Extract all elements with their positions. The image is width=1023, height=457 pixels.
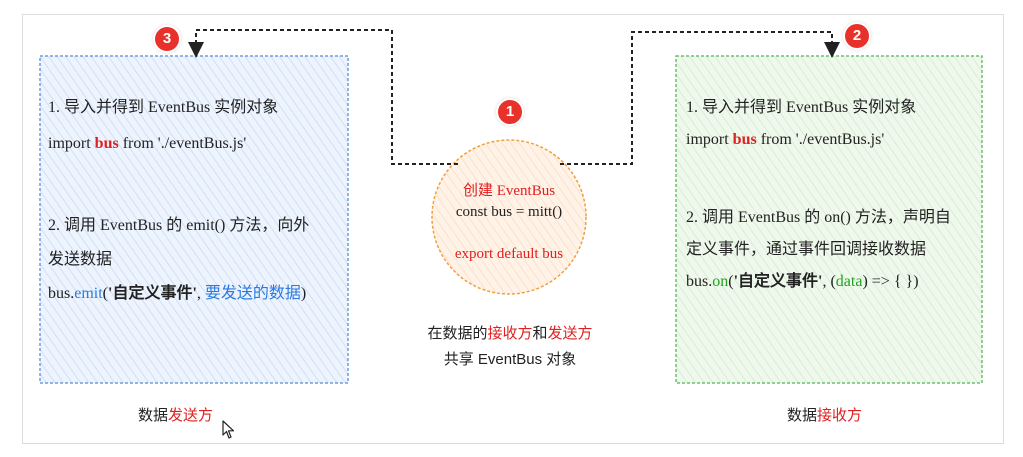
arrow-to-sender <box>188 29 458 165</box>
share-note-line2: 共享 EventBus 对象 <box>443 351 577 368</box>
sender-import-suffix: from './eventBus.js' <box>118 135 247 152</box>
share-receiver: 接收方 <box>487 325 533 342</box>
receiver-code-event: '自定义事件' <box>733 273 823 290</box>
receiver-box <box>675 55 983 384</box>
share-pre: 在数据的 <box>427 325 488 342</box>
sender-code-close: ) <box>300 285 307 302</box>
sender-step1: 1. 导入并得到 EventBus 实例对象 <box>48 99 279 116</box>
mouse-cursor-icon <box>222 420 235 439</box>
receiver-step2-line1: 2. 调用 EventBus 的 on() 方法，声明自 <box>686 209 951 226</box>
receiver-code-sep: , ( <box>822 273 836 290</box>
eventbus-circle <box>431 139 587 295</box>
receiver-caption: 数据接收方 <box>787 404 862 425</box>
sender-import-line: import bus from './eventBus.js' <box>48 134 246 154</box>
step-badge-1: 1 <box>498 100 522 124</box>
circle-create-label: 创建 EventBus <box>462 183 556 199</box>
receiver-code-open: ( <box>728 273 734 290</box>
sender-code-line: bus.emit('自定义事件', 要发送的数据) <box>48 284 306 304</box>
receiver-code-prefix: bus. <box>686 273 713 290</box>
receiver-step1: 1. 导入并得到 EventBus 实例对象 <box>686 99 917 116</box>
share-note-line1: 在数据的接收方和发送方 <box>400 322 620 343</box>
step-badge-2: 2 <box>845 24 869 48</box>
share-sender: 发送方 <box>547 325 593 342</box>
sender-import-bus: bus <box>94 135 119 152</box>
receiver-code-method: on <box>712 273 729 290</box>
receiver-code-close: ) => { }) <box>862 273 919 290</box>
receiver-code-line: bus.on('自定义事件', (data) => { }) <box>686 272 919 292</box>
receiver-code-data: data <box>835 273 863 290</box>
sender-panel: 1. 导入并得到 EventBus 实例对象 import bus from '… <box>48 98 348 328</box>
sender-box <box>39 55 349 384</box>
sender-step2-line1: 2. 调用 EventBus 的 emit() 方法，向外 <box>48 217 310 234</box>
sender-caption-prefix: 数据 <box>138 407 169 424</box>
arrow-to-receiver <box>560 31 840 165</box>
sender-step2-line2: 发送数据 <box>48 251 113 268</box>
sender-code-method: emit <box>74 285 103 302</box>
sender-code-open: ( <box>102 285 108 302</box>
sender-import-prefix: import <box>48 135 95 152</box>
sender-caption-highlight: 发送方 <box>168 407 214 424</box>
sender-code-sep: , <box>196 285 205 302</box>
circle-const-line: const bus = mitt() <box>455 204 563 220</box>
receiver-import-prefix: import <box>686 131 733 148</box>
sender-code-event: '自定义事件' <box>108 285 197 302</box>
receiver-import-bus: bus <box>732 131 757 148</box>
receiver-panel: 1. 导入并得到 EventBus 实例对象 import bus from '… <box>686 98 982 328</box>
sender-code-data: 要发送的数据 <box>204 285 301 302</box>
receiver-import-line: import bus from './eventBus.js' <box>686 130 884 150</box>
receiver-caption-prefix: 数据 <box>787 407 818 424</box>
receiver-caption-highlight: 接收方 <box>817 407 863 424</box>
circle-export-line: export default bus <box>454 246 564 262</box>
step-badge-3: 3 <box>155 27 179 51</box>
receiver-import-suffix: from './eventBus.js' <box>756 131 885 148</box>
sender-code-prefix: bus. <box>48 285 75 302</box>
share-and: 和 <box>532 325 548 342</box>
receiver-step2-line2: 定义事件，通过事件回调接收数据 <box>686 241 927 258</box>
sender-caption: 数据发送方 <box>138 404 213 425</box>
